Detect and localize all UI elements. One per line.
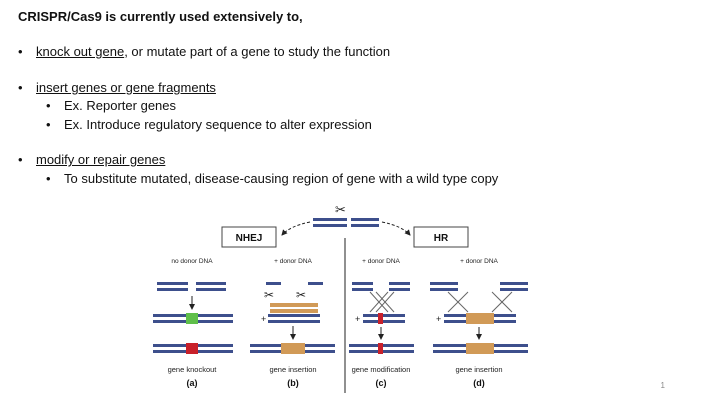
sub-bullet-glyph: •: [46, 98, 51, 113]
donor-insert: [466, 313, 494, 324]
col-b-caption: gene insertion: [269, 365, 316, 374]
col-d-panel: (d): [473, 378, 485, 388]
arrow-to-hr: [381, 221, 411, 236]
col-b-panel: (b): [287, 378, 299, 388]
scissors-icon: ✂: [296, 288, 306, 302]
col-a-top-label: no donor DNA: [171, 258, 213, 265]
sub-bullet-glyph: •: [46, 171, 51, 186]
donor-dna: [270, 303, 318, 307]
bullet-glyph: •: [18, 80, 23, 95]
col-d-top-label: + donor DNA: [460, 258, 498, 265]
plus-sign: +: [436, 314, 441, 324]
scissors-icon: ✂: [264, 288, 274, 302]
sub-bullet-substitute: To substitute mutated, disease-causing r…: [64, 171, 499, 186]
knock-out-gene-text: knock out gene: [36, 44, 125, 59]
bullet-glyph: •: [18, 44, 23, 59]
dna-strand: [313, 218, 347, 221]
sub-bullet-reporter: Ex. Reporter genes: [64, 98, 177, 113]
col-a-caption: gene knockout: [168, 365, 218, 374]
column-d: + gene insertion (d): [430, 282, 528, 388]
knockout-site: [186, 313, 198, 324]
modified-site: [378, 343, 383, 354]
cut-dna-top: ✂: [313, 202, 379, 227]
bullet-modify-repair: modify or repair genes: [36, 152, 165, 167]
mutation-site: [378, 313, 383, 324]
bullet-glyph: •: [18, 152, 23, 167]
mutation-site: [186, 343, 198, 354]
col-d-caption: gene insertion: [455, 365, 502, 374]
plus-sign: +: [261, 314, 266, 324]
nhej-label: NHEJ: [236, 233, 263, 244]
bullet-knock-out: knock out gene, or mutate part of a gene…: [36, 44, 390, 59]
column-b: ✂ ✂ + gene insertion (b): [250, 282, 335, 388]
scissors-icon: ✂: [335, 202, 346, 217]
insert-genes-text: insert genes or gene fragments: [36, 80, 216, 95]
dna-strand: [351, 224, 379, 227]
inserted-gene: [281, 343, 305, 354]
sub-bullet-regulatory: Ex. Introduce regulatory sequence to alt…: [64, 117, 372, 132]
sub-bullet-glyph: •: [46, 117, 51, 132]
donor-dna: [270, 309, 318, 313]
dna-strand: [351, 218, 379, 221]
arrow-to-nhej: [281, 221, 311, 236]
nhej-box: [221, 226, 277, 248]
col-a-panel: (a): [187, 378, 198, 388]
column-a: gene knockout (a): [153, 282, 233, 388]
col-c-panel: (c): [376, 378, 387, 388]
dna-strand: [313, 224, 347, 227]
knock-out-rest-text: , or mutate part of a gene to study the …: [124, 44, 391, 59]
page-number: 1: [660, 381, 665, 390]
hr-label: HR: [434, 233, 449, 244]
slide-title: CRISPR/Cas9 is currently used extensivel…: [18, 9, 303, 24]
col-c-top-label: + donor DNA: [362, 258, 400, 265]
plus-sign: +: [355, 314, 360, 324]
column-c: + gene modification (c): [349, 282, 414, 388]
bullet-insert-genes: insert genes or gene fragments: [36, 80, 216, 95]
col-c-caption: gene modification: [352, 365, 411, 374]
col-b-top-label: + donor DNA: [274, 258, 312, 265]
modify-repair-text: modify or repair genes: [36, 152, 166, 167]
inserted-gene: [466, 343, 494, 354]
hr-box: [413, 226, 469, 248]
